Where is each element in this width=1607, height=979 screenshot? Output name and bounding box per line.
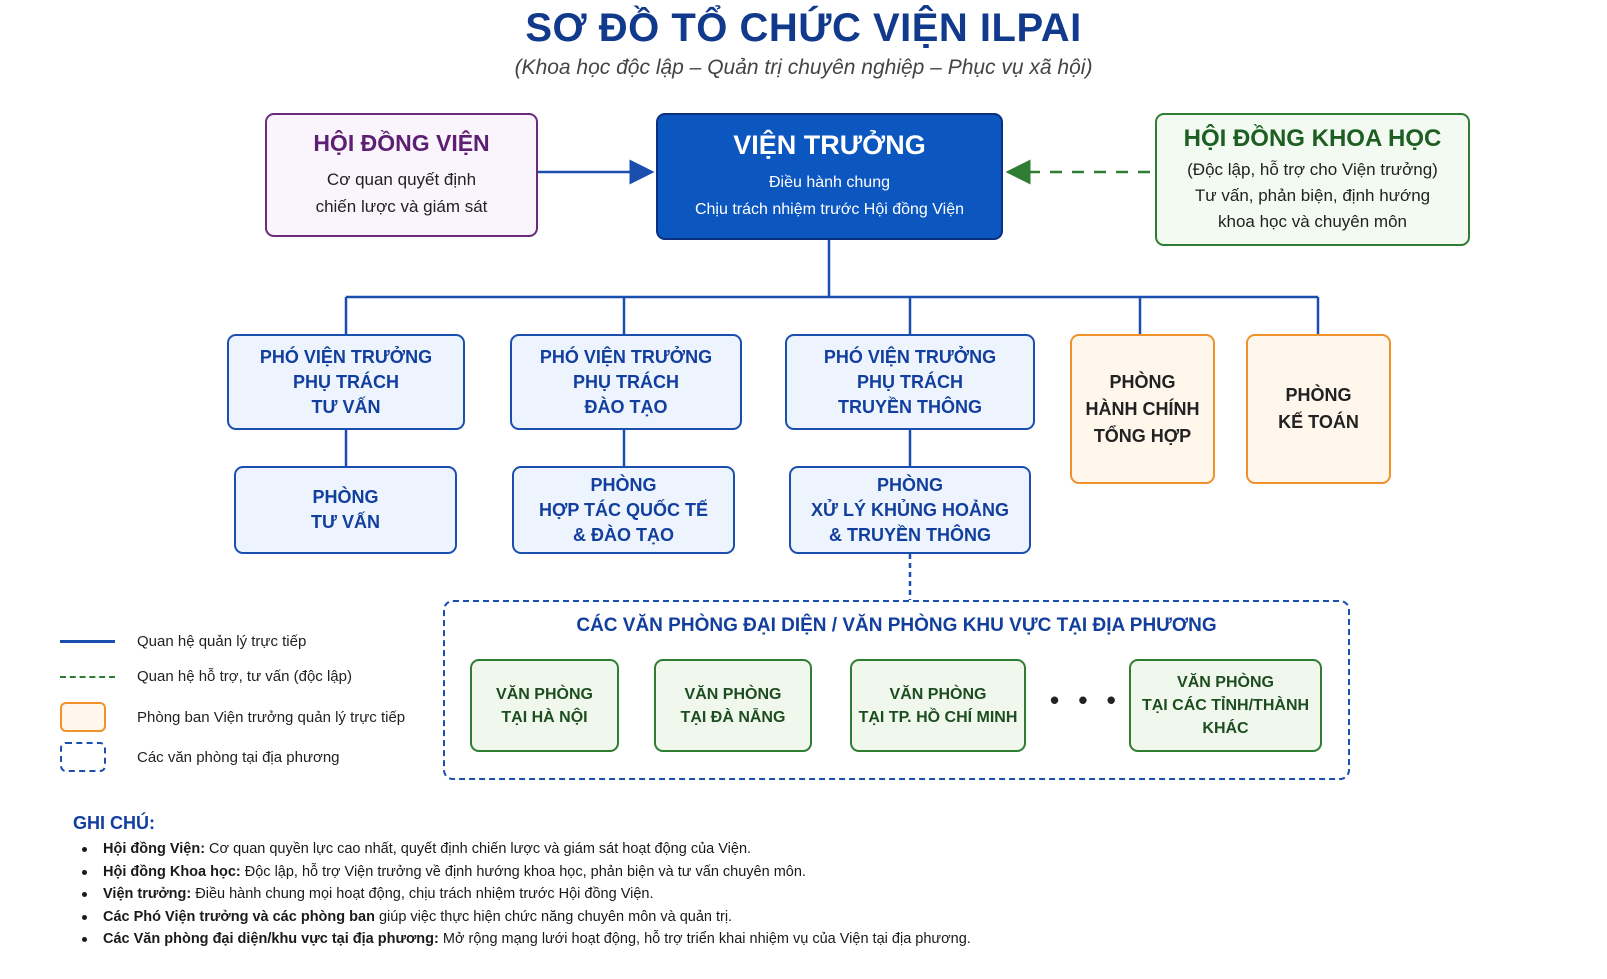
- notes-heading: GHI CHÚ:: [73, 813, 155, 833]
- department-line: & ĐÀO TẠO: [573, 524, 674, 545]
- note-text: Điều hành chung mọi hoạt động, chịu trác…: [191, 886, 654, 902]
- deputy-training-box: PHÓ VIỆN TRƯỞNG PHỤ TRÁCH ĐÀO TẠO: [510, 334, 742, 430]
- director-line: Chịu trách nhiệm trước Hội đồng Viện: [694, 201, 965, 218]
- department-line: HÀNH CHÍNH: [1085, 398, 1200, 419]
- science-council-line: Tư vấn, phản biện, định hướng: [1194, 185, 1431, 205]
- dashed-line-symbol: [60, 675, 115, 678]
- international-training-department-box: PHÒNG HỢP TÁC QUỐC TẾ & ĐÀO TẠO: [512, 466, 735, 554]
- deputy-line: PHỤ TRÁCH: [293, 371, 399, 392]
- note-item: Các Phó Viện trưởng và các phòng ban giú…: [80, 906, 971, 929]
- deputy-line: PHÓ VIỆN TRƯỞNG: [539, 346, 713, 367]
- dashed-box-symbol: [60, 742, 106, 772]
- note-item: Hội đồng Viện: Cơ quan quyền lực cao nhấ…: [80, 838, 971, 861]
- accounting-department-box: PHÒNG KẾ TOÁN: [1246, 334, 1391, 484]
- deputy-line: TƯ VẤN: [311, 396, 381, 417]
- department-line: PHÒNG: [876, 474, 943, 495]
- science-council-line: khoa học và chuyên môn: [1217, 211, 1407, 231]
- notes-list: Hội đồng Viện: Cơ quan quyền lực cao nhấ…: [80, 838, 971, 951]
- department-line: PHÒNG: [590, 474, 657, 495]
- note-term: Các Phó Viện trưởng và các phòng ban: [103, 908, 375, 925]
- office-line: VĂN PHÒNG: [889, 685, 987, 703]
- admin-department-box: PHÒNG HÀNH CHÍNH TỔNG HỢP: [1070, 334, 1215, 484]
- office-line: TẠI ĐÀ NẴNG: [680, 708, 786, 726]
- science-council-heading: HỘI ĐỒNG KHOA HỌC: [1183, 124, 1442, 152]
- legend-label: Quan hệ quản lý trực tiếp: [137, 633, 307, 650]
- office-danang-box: VĂN PHÒNG TẠI ĐÀ NẴNG: [654, 659, 812, 752]
- legend-label: Phòng ban Viện trưởng quản lý trực tiếp: [137, 708, 406, 726]
- office-line: TẠI CÁC TỈNH/THÀNH: [1141, 697, 1310, 714]
- page-subtitle: (Khoa học độc lập – Quản trị chuyên nghi…: [514, 56, 1093, 79]
- legend-label: Các văn phòng tại địa phương: [137, 748, 340, 766]
- office-line: KHÁC: [1202, 720, 1249, 737]
- orange-box-symbol: [60, 702, 106, 732]
- office-other-provinces-box: VĂN PHÒNG TẠI CÁC TỈNH/THÀNH KHÁC: [1129, 659, 1322, 752]
- regional-offices-title: CÁC VĂN PHÒNG ĐẠI DIỆN / VĂN PHÒNG KHU V…: [576, 615, 1217, 636]
- department-line: TỔNG HỢP: [1093, 425, 1192, 446]
- office-hcmc-box: VĂN PHÒNG TẠI TP. HỒ CHÍ MINH: [850, 659, 1026, 752]
- department-line: PHÒNG: [1109, 371, 1176, 392]
- office-line: VĂN PHÒNG: [1177, 674, 1274, 691]
- note-item: Viện trưởng: Điều hành chung mọi hoạt độ…: [80, 883, 971, 906]
- note-term: Viện trưởng:: [103, 886, 192, 902]
- note-text: Cơ quan quyền lực cao nhất, quyết định c…: [205, 841, 752, 857]
- deputy-line: PHÓ VIỆN TRƯỞNG: [823, 346, 997, 367]
- science-council-line: (Độc lập, hỗ trợ cho Viện trưởng): [1187, 159, 1438, 179]
- department-line: PHÒNG: [1285, 385, 1352, 405]
- legend-item: Phòng ban Viện trưởng quản lý trực tiếp: [60, 702, 405, 732]
- legend-label: Quan hệ hỗ trợ, tư vấn (độc lập): [137, 668, 352, 685]
- legend-item: Quan hệ quản lý trực tiếp: [60, 633, 306, 650]
- director-heading: VIỆN TRƯỞNG: [733, 130, 926, 160]
- science-council-box: HỘI ĐỒNG KHOA HỌC (Độc lập, hỗ trợ cho V…: [1155, 113, 1470, 246]
- deputy-line: ĐÀO TẠO: [584, 396, 668, 417]
- note-term: Hội đồng Viện:: [103, 841, 206, 857]
- department-line: KẾ TOÁN: [1278, 412, 1359, 432]
- crisis-communication-department-box: PHÒNG XỬ LÝ KHỦNG HOẢNG & TRUYỀN THÔNG: [789, 466, 1031, 554]
- council-box: HỘI ĐỒNG VIỆN Cơ quan quyết định chiến l…: [265, 113, 538, 237]
- advisory-department-box: PHÒNG TƯ VẤN: [234, 466, 457, 554]
- department-line: & TRUYỀN THÔNG: [829, 524, 991, 545]
- deputy-advisory-box: PHÓ VIỆN TRƯỞNG PHỤ TRÁCH TƯ VẤN: [227, 334, 465, 430]
- deputy-communication-box: PHÓ VIỆN TRƯỞNG PHỤ TRÁCH TRUYỀN THÔNG: [785, 334, 1035, 430]
- department-line: PHÒNG: [312, 487, 379, 507]
- legend-item: Quan hệ hỗ trợ, tư vấn (độc lập): [60, 668, 352, 685]
- office-line: VĂN PHÒNG: [496, 685, 593, 703]
- solid-line-symbol: [60, 640, 115, 643]
- department-line: XỬ LÝ KHỦNG HOẢNG: [811, 499, 1009, 520]
- council-line: chiến lược và giám sát: [315, 197, 488, 216]
- office-line: TẠI TP. HỒ CHÍ MINH: [858, 708, 1018, 726]
- note-text: giúp việc thực hiện chức năng chuyên môn…: [374, 908, 733, 925]
- note-term: Hội đồng Khoa học:: [103, 863, 241, 880]
- page-title: SƠ ĐỒ TỔ CHỨC VIỆN ILPAI: [525, 6, 1082, 50]
- note-term: Các Văn phòng đại diện/khu vực tại địa p…: [103, 931, 439, 947]
- more-offices-ellipsis: • • •: [1050, 685, 1122, 715]
- note-item: Hội đồng Khoa học: Độc lập, hỗ trợ Viện …: [80, 861, 971, 884]
- deputy-line: TRUYỀN THÔNG: [838, 396, 982, 417]
- department-line: TƯ VẤN: [311, 512, 380, 532]
- director-box: VIỆN TRƯỞNG Điều hành chung Chịu trách n…: [656, 113, 1003, 240]
- council-heading: HỘI ĐỒNG VIỆN: [313, 130, 490, 156]
- office-line: VĂN PHÒNG: [684, 685, 782, 703]
- council-line: Cơ quan quyết định: [326, 170, 477, 189]
- office-line: TẠI HÀ NỘI: [501, 708, 588, 726]
- note-text: Độc lập, hỗ trợ Viện trưởng về định hướn…: [240, 863, 806, 880]
- deputy-line: PHỤ TRÁCH: [857, 371, 963, 392]
- regional-offices-frame: [443, 600, 1350, 780]
- office-hanoi-box: VĂN PHÒNG TẠI HÀ NỘI: [470, 659, 619, 752]
- legend-item: Các văn phòng tại địa phương: [60, 742, 340, 772]
- deputy-line: PHÓ VIỆN TRƯỞNG: [259, 346, 433, 367]
- director-line: Điều hành chung: [769, 174, 890, 191]
- department-line: HỢP TÁC QUỐC TẾ: [538, 499, 709, 520]
- note-text: Mở rộng mạng lưới hoạt động, hỗ trợ triể…: [438, 931, 971, 947]
- note-item: Các Văn phòng đại diện/khu vực tại địa p…: [80, 928, 971, 951]
- deputy-line: PHỤ TRÁCH: [573, 371, 679, 392]
